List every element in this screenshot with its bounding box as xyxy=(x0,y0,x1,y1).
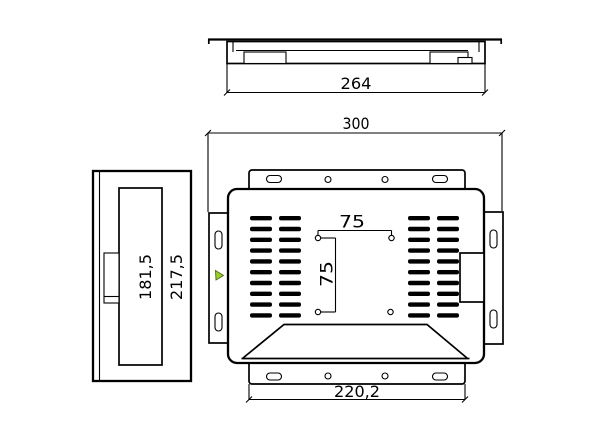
dim-mount-bracket-width-label: 220,2 xyxy=(334,382,380,401)
connector-box xyxy=(459,252,485,303)
vesa-hole xyxy=(388,234,395,242)
bracket-slot xyxy=(431,174,449,184)
bracket-hole xyxy=(381,175,389,184)
ear-slot xyxy=(214,230,223,250)
dim-vesa-width: 75 xyxy=(317,213,393,235)
dim-vesa-width-label: 75 xyxy=(339,213,365,233)
stand-plate-trapezoid xyxy=(242,323,468,359)
dim-overall-width-label: 300 xyxy=(343,114,370,133)
dim-tick xyxy=(223,89,231,96)
dim-vesa-height: 75 xyxy=(318,237,338,313)
dim-tick xyxy=(498,129,506,137)
bracket-slot xyxy=(265,372,283,381)
vesa-hole xyxy=(314,234,322,242)
vesa-hole xyxy=(387,308,394,316)
bracket-slot xyxy=(431,372,449,381)
dim-top-width: 264 xyxy=(223,63,489,96)
side-view-connector-side xyxy=(103,252,120,304)
bracket-slot xyxy=(265,174,283,184)
dim-overall-width: 300 xyxy=(204,114,506,212)
top-view-right-step xyxy=(457,56,473,65)
bottom-mount-bracket xyxy=(248,360,466,385)
top-view: 264 xyxy=(207,38,503,96)
ear-slot xyxy=(214,312,223,332)
dim-top-width-label: 264 xyxy=(341,74,372,93)
dim-tick xyxy=(204,129,212,137)
dim-tick xyxy=(481,89,489,96)
bracket-hole xyxy=(324,372,332,380)
green-cursor-arrow-icon xyxy=(215,269,225,281)
rear-view: 300 xyxy=(204,114,506,403)
ear-slot xyxy=(489,229,498,249)
top-view-left-bracket xyxy=(243,51,287,65)
dim-side-inner-height-label: 181,5 xyxy=(136,254,155,300)
side-view-chassis-outline xyxy=(118,187,163,366)
dim-side-outer-height-label: 217,5 xyxy=(167,254,186,300)
vesa-hole xyxy=(314,308,322,316)
dim-tick xyxy=(461,396,469,403)
vesa-mount-pattern: 75 75 xyxy=(314,213,395,316)
ear-slot xyxy=(489,309,498,329)
dim-mount-bracket-width: 220,2 xyxy=(245,382,469,403)
top-view-chassis-outline xyxy=(226,40,486,65)
side-view: 181,5 217,5 xyxy=(91,169,193,383)
bracket-hole xyxy=(324,175,332,184)
dim-vesa-height-label: 75 xyxy=(318,261,338,287)
dim-tick xyxy=(245,396,253,403)
bracket-hole xyxy=(381,372,389,380)
